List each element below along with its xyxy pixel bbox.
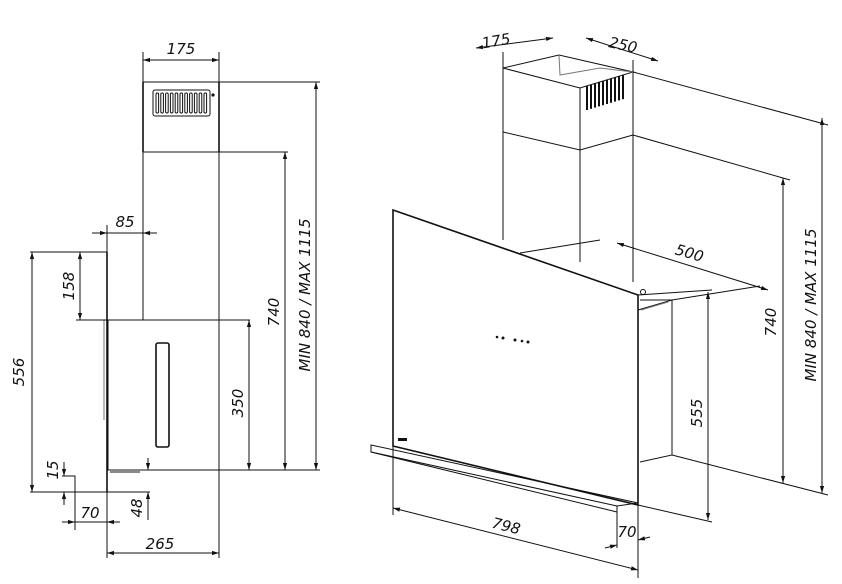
dim-250: 250 (607, 33, 639, 57)
chimney-top (502, 54, 635, 89)
glass-panel (392, 208, 639, 507)
dim-total-height-iso: MIN 840 / MAX 1115 (802, 229, 820, 382)
vent-slot (174, 92, 179, 114)
vent-slots-icon (586, 75, 624, 110)
shelf (370, 444, 639, 507)
dim-175: 175 (167, 40, 196, 58)
vent-slot (155, 92, 160, 114)
dim-350: 350 (229, 389, 247, 418)
dim-158: 158 (60, 272, 78, 301)
dim-70: 70 (80, 504, 99, 522)
side-view: 175 85 158 556 350 740 MIN 840 / MAX 111… (10, 40, 320, 558)
dim-265: 265 (146, 535, 175, 553)
vent-slot (160, 92, 164, 114)
vent-slot (193, 92, 198, 114)
vent-slot (189, 92, 193, 114)
dim-740: 740 (265, 298, 283, 327)
dim-798: 798 (490, 514, 522, 538)
indicator (398, 438, 407, 441)
dim-556: 556 (10, 358, 28, 387)
dim-740-iso: 740 (762, 308, 780, 337)
dim-85: 85 (115, 213, 134, 231)
dim-70-iso: 70 (617, 523, 636, 541)
dim-175-iso: 175 (480, 30, 511, 53)
control-buttons-icon (495, 335, 530, 344)
vent-slot (179, 92, 184, 114)
vent-slot (169, 92, 174, 114)
dim-48: 48 (128, 498, 146, 517)
vent-slots-icon (152, 89, 215, 117)
dim-15: 15 (44, 460, 62, 479)
vent-slot (198, 92, 203, 114)
vent-slot (203, 92, 208, 114)
vent-slot (184, 92, 188, 114)
dim-total-height: MIN 840 / MAX 1115 (296, 219, 314, 372)
vent-slot (165, 92, 169, 114)
isometric-view: 175 250 500 740 MIN 840 / MAX 1115 555 7… (370, 30, 829, 578)
dim-555: 555 (688, 399, 706, 428)
handle (155, 342, 170, 448)
chimney-cover (142, 81, 220, 153)
